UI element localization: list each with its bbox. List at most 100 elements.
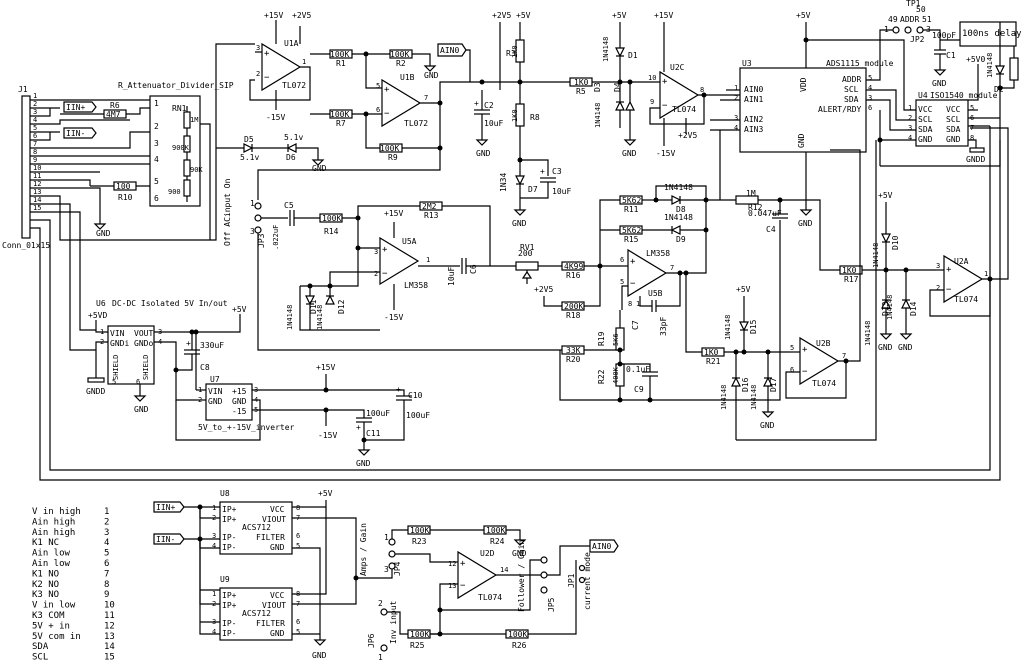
svg-text:GND: GND <box>898 343 913 352</box>
svg-text:D9: D9 <box>676 235 686 244</box>
svg-text:AIN0: AIN0 <box>592 542 611 551</box>
svg-text:6: 6 <box>154 194 159 203</box>
svg-text:−: − <box>630 279 636 289</box>
svg-text:9: 9 <box>650 98 654 106</box>
svg-text:VIOUT: VIOUT <box>262 515 286 524</box>
j1-pin-number: 3 <box>33 108 37 116</box>
svg-text:1: 1 <box>984 270 988 278</box>
svg-text:+5V: +5V <box>318 489 333 498</box>
svg-text:-15V: -15V <box>384 313 403 322</box>
svg-text:1N4148: 1N4148 <box>720 385 728 410</box>
svg-text:2: 2 <box>936 284 940 292</box>
svg-text:AIN1: AIN1 <box>744 95 763 104</box>
svg-text:C2: C2 <box>484 101 494 110</box>
svg-text:+15V: +15V <box>316 363 335 372</box>
pin-table-number: 7 <box>104 569 109 579</box>
svg-text:GND: GND <box>424 71 439 80</box>
svg-text:GND: GND <box>356 459 371 468</box>
j1-ref: J1 <box>18 85 28 94</box>
svg-text:+2V5: +2V5 <box>492 11 511 20</box>
svg-text:−: − <box>264 73 270 83</box>
svg-text:C3: C3 <box>552 167 562 176</box>
svg-text:3: 3 <box>374 248 378 256</box>
svg-text:+2V5: +2V5 <box>534 285 553 294</box>
svg-text:1: 1 <box>250 199 255 208</box>
svg-text:Amps / Gain: Amps / Gain <box>359 523 368 576</box>
svg-text:VIOUT: VIOUT <box>262 601 286 610</box>
svg-text:100pF: 100pF <box>932 31 956 40</box>
d6-ref: D6 <box>286 153 296 162</box>
j1-pin-number: 9 <box>33 156 37 164</box>
svg-text:R21: R21 <box>706 357 721 366</box>
svg-text:TP1: TP1 <box>906 0 921 8</box>
pin-table-number: 10 <box>104 601 115 611</box>
svg-text:C6: C6 <box>469 264 478 274</box>
svg-text:GND: GND <box>134 405 149 414</box>
svg-text:U6: U6 <box>96 299 106 308</box>
svg-text:IP+: IP+ <box>222 515 237 524</box>
svg-text:5V_to_+-15V_inverter: 5V_to_+-15V_inverter <box>198 423 295 432</box>
svg-text:R23: R23 <box>412 537 427 546</box>
svg-text:+15: +15 <box>232 387 247 396</box>
svg-text:IP-: IP- <box>222 533 236 542</box>
svg-text:+: + <box>396 385 401 394</box>
svg-text:14: 14 <box>500 566 508 574</box>
svg-text:2M2: 2M2 <box>422 202 437 211</box>
svg-text:C4: C4 <box>766 225 776 234</box>
junctions <box>173 37 1003 637</box>
svg-text:+15V: +15V <box>654 11 673 20</box>
svg-text:R7: R7 <box>336 119 346 128</box>
adc-u3: U3 ADS1115_module AIN0 AIN1 AIN2 AIN3 VD… <box>710 11 894 228</box>
svg-text:GND: GND <box>512 549 527 558</box>
zener-pair: D5 5.1v 5.1v D6 GND <box>216 133 327 173</box>
svg-text:GND: GND <box>512 219 527 228</box>
svg-text:−: − <box>662 101 668 111</box>
svg-text:LM358: LM358 <box>646 249 670 258</box>
svg-text:1N4148: 1N4148 <box>602 37 610 62</box>
pin-table-label: K1 NC <box>32 538 59 548</box>
opamp-u1b: U1B TL072 + − 5 6 7 100K R1 100K R2 GND … <box>257 43 471 200</box>
current-sensor-u8: IIN+ IIN- U8 IP+ IP+ IP- IP- VCC VIOUT F… <box>153 489 390 640</box>
svg-text:1N4148: 1N4148 <box>316 305 324 330</box>
svg-text:VCC: VCC <box>946 105 961 114</box>
svg-text:R14: R14 <box>324 227 339 236</box>
svg-text:Inv input: Inv input <box>389 600 398 644</box>
svg-text:R20: R20 <box>566 355 581 364</box>
d6-value: 5.1v <box>284 133 303 142</box>
svg-text:1K0: 1K0 <box>704 348 719 357</box>
svg-text:+5V: +5V <box>232 305 247 314</box>
svg-text:2: 2 <box>734 94 738 102</box>
svg-text:R3: R3 <box>506 49 516 58</box>
svg-text:7: 7 <box>670 264 674 272</box>
svg-text:2: 2 <box>256 70 260 78</box>
svg-text:5K62: 5K62 <box>622 226 641 235</box>
svg-text:IP+: IP+ <box>222 505 237 514</box>
svg-text:900: 900 <box>168 188 181 196</box>
svg-text:+: + <box>540 167 545 176</box>
svg-text:AIN3: AIN3 <box>744 125 763 134</box>
svg-text:3: 3 <box>908 124 912 132</box>
svg-text:1N4148: 1N4148 <box>286 305 294 330</box>
svg-text:ISO1540_module: ISO1540_module <box>930 91 998 100</box>
svg-text:+: + <box>474 99 479 108</box>
svg-text:U1A: U1A <box>284 39 299 48</box>
svg-text:D16: D16 <box>741 377 750 392</box>
svg-text:900K: 900K <box>172 144 190 152</box>
pin-table-number: 1 <box>104 507 109 517</box>
j1-wiring: IIN+ IIN- R6 4M7 100 R10 GND <box>30 43 1001 481</box>
pin-table-number: 8 <box>104 580 109 590</box>
svg-text:3: 3 <box>936 262 940 270</box>
j1-pin-number: 1 <box>33 92 37 100</box>
svg-text:ADS1115_module: ADS1115_module <box>826 59 894 68</box>
svg-text:1N4148: 1N4148 <box>724 315 732 340</box>
svg-text:IP+: IP+ <box>222 601 237 610</box>
svg-text:2: 2 <box>908 114 912 122</box>
pin-table-label: V in low <box>32 601 76 611</box>
j1-pin-number: 7 <box>33 140 37 148</box>
rn1-ref: RN1 <box>172 104 187 113</box>
svg-text:D14: D14 <box>909 301 918 316</box>
svg-text:0.1uF: 0.1uF <box>626 365 650 374</box>
svg-text:U1B: U1B <box>400 73 415 82</box>
svg-text:JP4: JP4 <box>393 561 402 576</box>
